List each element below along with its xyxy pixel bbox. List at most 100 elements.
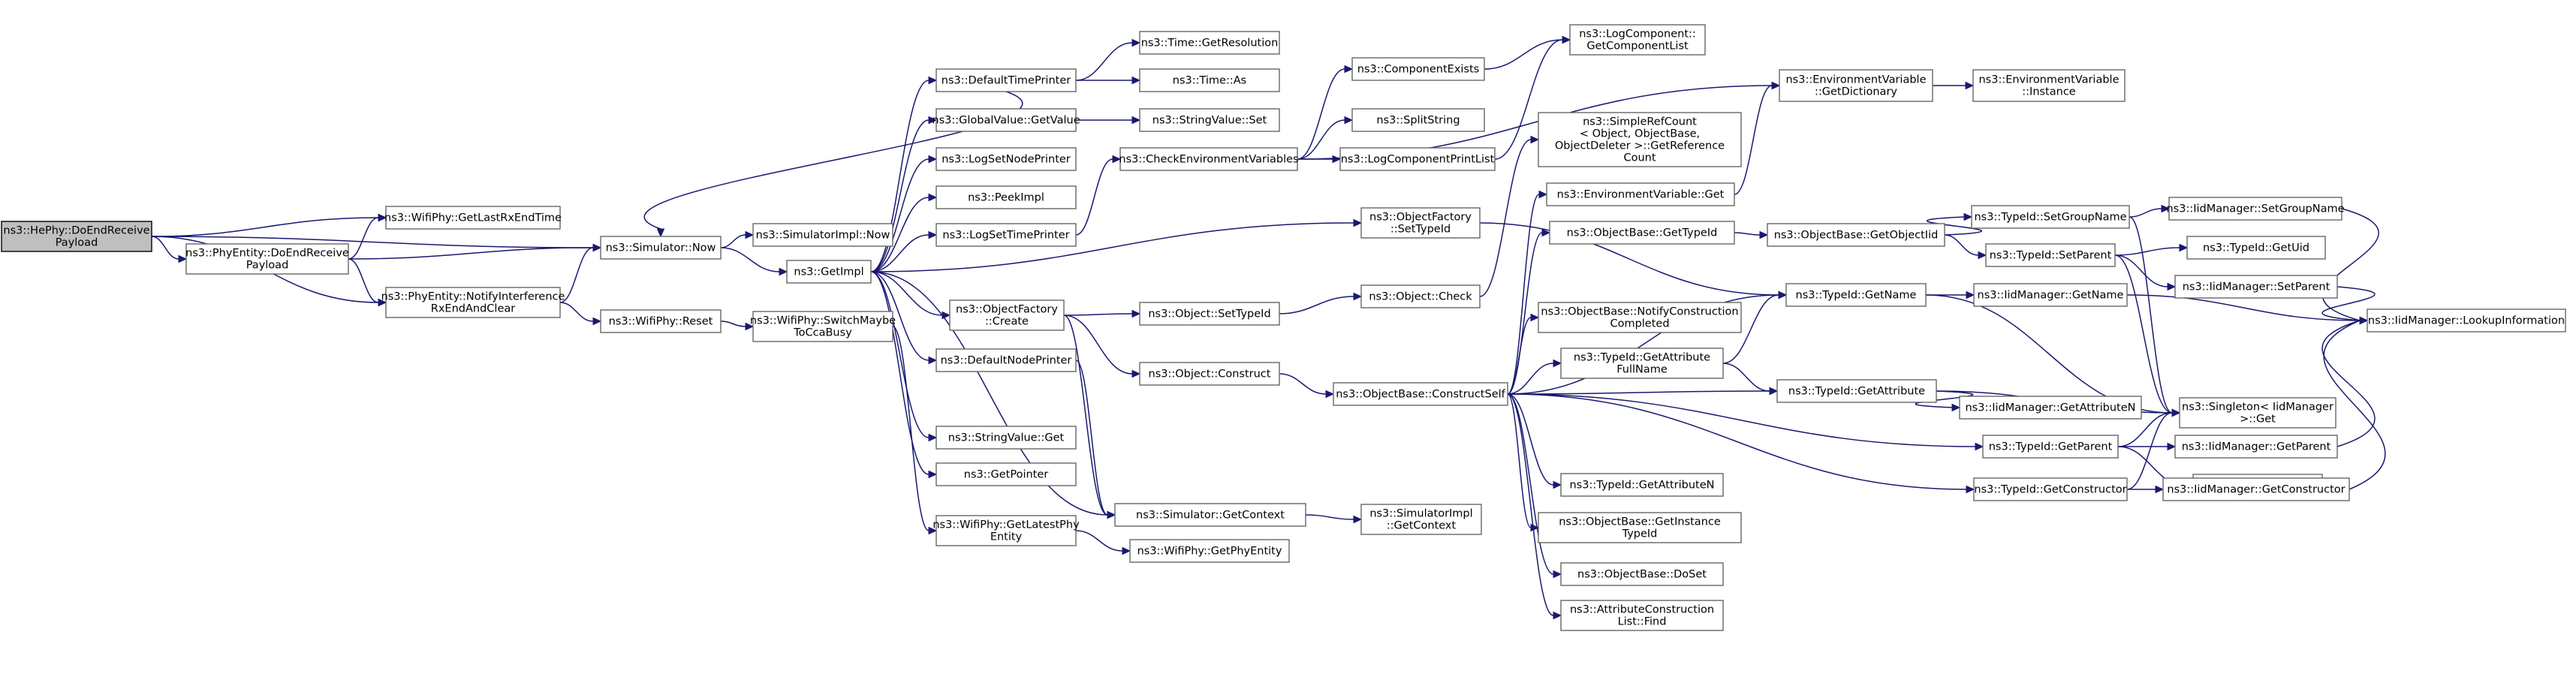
call-node-label: ::Create xyxy=(985,316,1029,328)
call-node-label: ns3::TypeId::GetParent xyxy=(1989,441,2113,453)
call-node-label: ns3::IidManager::LookupInformation xyxy=(2368,315,2565,327)
call-node-label: ns3::WifiPhy::SwitchMaybe xyxy=(750,315,896,327)
call-edge xyxy=(720,247,788,276)
call-node-n6[interactable]: ns3::SimulatorImpl::Now xyxy=(752,223,893,247)
call-edge xyxy=(2114,243,2189,256)
call-node-n25[interactable]: ns3::Simulator::GetContext xyxy=(1114,503,1306,527)
call-node-n44[interactable]: ns3::EnvironmentVariable::GetDictionary xyxy=(1779,69,1933,102)
call-node-n48[interactable]: ns3::TypeId::GetParent xyxy=(1982,435,2119,459)
call-edge xyxy=(1926,212,1983,236)
call-node-n38[interactable]: ns3::ObjectBase::NotifyConstructionCompl… xyxy=(1538,302,1742,333)
call-node-n52[interactable]: ns3::TypeId::SetParent xyxy=(1985,243,2116,267)
call-node-n40[interactable]: ns3::TypeId::GetAttributeN xyxy=(1560,473,1724,497)
call-edge xyxy=(2322,208,2379,325)
call-node-n49[interactable]: ns3::TypeId::GetConstructor xyxy=(1973,477,2128,501)
call-node-n7[interactable]: ns3::GetImpl xyxy=(786,260,872,284)
call-node-label: ns3::GetImpl xyxy=(794,266,863,278)
call-node-n58[interactable]: ns3::Singleton< IidManager>::Get xyxy=(2179,397,2336,429)
call-node-n56[interactable]: ns3::TypeId::GetUid xyxy=(2186,236,2326,260)
call-edge xyxy=(1297,116,1354,160)
call-node-n54[interactable]: ns3::IidManager::GetAttributeN xyxy=(1959,396,2142,420)
call-node-n50[interactable]: ns3::EnvironmentVariable::Instance xyxy=(1972,69,2126,102)
call-edge xyxy=(2114,254,2181,417)
call-node-n5[interactable]: ns3::WifiPhy::Reset xyxy=(600,309,722,333)
call-node-n19[interactable]: ns3::Time::GetResolution xyxy=(1139,31,1280,55)
call-node-label: ns3::EnvironmentVariable xyxy=(1785,74,1926,86)
call-node-label: ns3::GetPointer xyxy=(964,469,1049,481)
call-node-n57[interactable]: ns3::IidManager::SetParent xyxy=(2174,275,2338,299)
call-node-n29[interactable]: ns3::LogComponentPrintList xyxy=(1339,147,1496,171)
call-node-n36[interactable]: ns3::EnvironmentVariable::Get xyxy=(1546,182,1735,206)
call-node-n21[interactable]: ns3::StringValue::Set xyxy=(1139,108,1280,132)
call-node-label: ns3::Simulator::GetContext xyxy=(1136,510,1285,522)
call-node-n17[interactable]: ns3::GetPointer xyxy=(935,462,1077,486)
call-edge xyxy=(1507,313,1540,395)
call-edge xyxy=(1507,387,1779,396)
call-node-n24[interactable]: ns3::Object::Construct xyxy=(1139,362,1280,386)
call-edge xyxy=(2126,294,2369,325)
call-edge xyxy=(348,213,387,260)
call-edge xyxy=(1722,290,1788,364)
call-node-n10[interactable]: ns3::GlobalValue::GetValue xyxy=(932,108,1080,132)
call-node-n47[interactable]: ns3::TypeId::GetAttribute xyxy=(1776,379,1937,403)
call-node-n27[interactable]: ns3::ComponentExists xyxy=(1351,57,1485,81)
call-node-label: ns3::TypeId::GetUid xyxy=(2203,242,2309,254)
call-node-n3[interactable]: ns3::Simulator::Now xyxy=(600,236,722,260)
call-node-n12[interactable]: ns3::PeekImpl xyxy=(935,185,1077,209)
call-node-label: ns3::ObjectBase::GetObjectIid xyxy=(1774,230,1939,242)
call-node-n4[interactable]: ns3::PhyEntity::NotifyInterferenceRxEndA… xyxy=(381,287,565,318)
call-node-n34[interactable]: ns3::LogComponent::GetComponentList xyxy=(1569,24,1706,56)
call-edge xyxy=(1507,393,1984,451)
call-node-n55[interactable]: ns3::IidManager::SetGroupName xyxy=(2166,197,2345,221)
call-node-label: ns3::ObjectFactory xyxy=(956,304,1058,316)
call-edge xyxy=(1933,81,1975,90)
call-node-n16[interactable]: ns3::StringValue::Get xyxy=(935,426,1077,450)
call-node-label: FullName xyxy=(1616,364,1668,376)
call-node-label: TypeId xyxy=(1622,528,1658,540)
call-node-label: ns3::ObjectBase::DoSet xyxy=(1577,569,1707,581)
call-node-n14[interactable]: ns3::ObjectFactory::Create xyxy=(949,299,1065,331)
call-node-label: ObjectDeleter >::GetReference xyxy=(1555,140,1725,152)
call-edge xyxy=(2114,254,2177,291)
call-node-n23[interactable]: ns3::Object::SetTypeId xyxy=(1139,302,1280,326)
call-node-n32[interactable]: ns3::ObjectBase::ConstructSelf xyxy=(1333,382,1508,406)
call-edge xyxy=(1507,190,1548,395)
call-node-label: ns3::TypeId::SetParent xyxy=(1990,250,2112,262)
call-node-n26[interactable]: ns3::WifiPhy::GetPhyEntity xyxy=(1129,539,1290,563)
call-node-n31[interactable]: ns3::Object::Check xyxy=(1360,284,1481,308)
call-node-n59[interactable]: ns3::IidManager::GetParent xyxy=(2174,435,2338,459)
call-edge xyxy=(1279,373,1335,399)
call-node-n22[interactable]: ns3::CheckEnvironmentVariables xyxy=(1119,147,1299,171)
call-node-n28[interactable]: ns3::SplitString xyxy=(1351,108,1485,132)
call-edge xyxy=(1075,360,1116,519)
call-node-n61[interactable]: ns3::IidManager::GetConstructor xyxy=(2162,477,2350,501)
call-node-label: ns3::LogComponent:: xyxy=(1579,29,1696,41)
call-node-label: Payload xyxy=(56,237,98,249)
call-node-n33[interactable]: ns3::SimulatorImpl::GetContext xyxy=(1360,504,1482,535)
call-node-n53[interactable]: ns3::IidManager::GetName xyxy=(1973,283,2128,307)
call-node-n42[interactable]: ns3::ObjectBase::DoSet xyxy=(1560,562,1724,586)
call-node-label: ToCcaBusy xyxy=(793,327,852,339)
call-node-n11[interactable]: ns3::LogSetNodePrinter xyxy=(935,147,1077,171)
call-node-n62[interactable]: ns3::IidManager::LookupInformation xyxy=(2367,308,2566,332)
call-node-n9[interactable]: ns3::DefaultTimePrinter xyxy=(935,68,1077,92)
call-node-n35[interactable]: ns3::SimpleRefCount< Object, ObjectBase,… xyxy=(1538,112,1742,167)
call-node-n37[interactable]: ns3::ObjectBase::GetTypeId xyxy=(1549,221,1735,245)
call-node-n15[interactable]: ns3::DefaultNodePrinter xyxy=(935,348,1077,372)
call-edge xyxy=(870,271,938,365)
call-node-n1[interactable]: ns3::WifiPhy::GetLastRxEndTime xyxy=(384,206,562,230)
call-node-n13[interactable]: ns3::LogSetTimePrinter xyxy=(935,223,1077,247)
call-node-n20[interactable]: ns3::Time::As xyxy=(1139,68,1280,92)
call-node-n45[interactable]: ns3::ObjectBase::GetObjectIid xyxy=(1767,223,1945,247)
call-node-n30[interactable]: ns3::ObjectFactory::SetTypeId xyxy=(1360,207,1481,239)
call-node-n51[interactable]: ns3::TypeId::SetGroupName xyxy=(1971,205,2130,229)
call-node-n46[interactable]: ns3::TypeId::GetName xyxy=(1785,283,1927,307)
